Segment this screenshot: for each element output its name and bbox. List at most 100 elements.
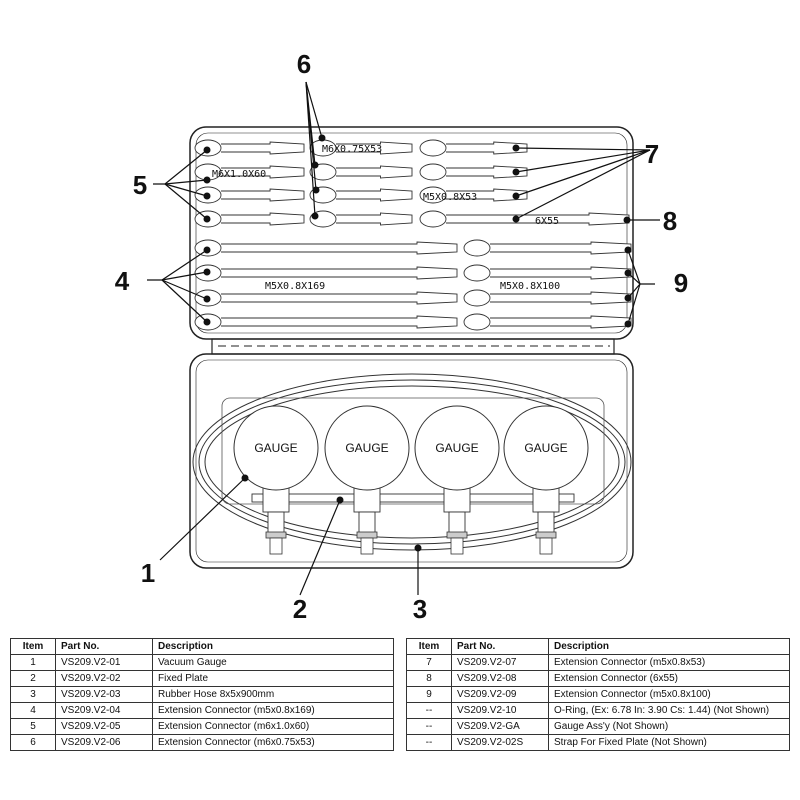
- item-cell: 7: [406, 654, 452, 671]
- part-no-cell: VS209.V2-GA: [451, 718, 549, 735]
- description-cell: Strap For Fixed Plate (Not Shown): [548, 734, 790, 751]
- leader-line: [161, 271, 208, 281]
- part-no-cell: VS209.V2-02S: [451, 734, 549, 751]
- hose-inner: [204, 385, 620, 539]
- callout-3: 3: [413, 594, 427, 624]
- description-cell: Vacuum Gauge: [152, 654, 394, 671]
- connector-m5-169-3: [194, 289, 458, 307]
- gauge-nut: [446, 531, 468, 539]
- leader-dot: [624, 294, 632, 302]
- connector-body: [221, 188, 305, 202]
- part-no-cell: VS209.V2-04: [55, 702, 153, 719]
- callout-1: 1: [141, 558, 155, 588]
- item-cell: 8: [406, 670, 452, 687]
- table-header-row: Item Part No. Description: [406, 638, 790, 655]
- gauge-label: GAUGE: [435, 441, 478, 455]
- tray-recess: [221, 397, 605, 505]
- connector-body: [446, 188, 528, 202]
- leader-dot: [624, 269, 632, 277]
- gauge-nut: [265, 531, 287, 539]
- item-cell: 5: [10, 718, 56, 735]
- hose-middle: [198, 379, 626, 545]
- connector-head: [463, 289, 491, 307]
- connector-m6-left-2: [194, 163, 305, 181]
- part-no-cell: VS209.V2-06: [55, 734, 153, 751]
- gauge-3: GAUGE: [414, 405, 500, 555]
- connector-head: [419, 186, 447, 204]
- description-cell: O-Ring, (Ex: 6.78 In: 3.90 Cs: 1.44) (No…: [548, 702, 790, 719]
- gauge-fitting: [448, 511, 466, 535]
- size-label-m5x08x169: M5X0.8X169: [265, 281, 325, 292]
- leader-dot: [512, 215, 520, 223]
- description-cell: Extension Connector (m5x0.8x169): [152, 702, 394, 719]
- tray-lid: [189, 126, 634, 340]
- header-description: Description: [548, 638, 790, 655]
- connector-m5-169-1: [194, 239, 458, 257]
- tray-lid-inner: [195, 132, 628, 334]
- connector-m6-left-3: [194, 186, 305, 204]
- connector-head: [463, 313, 491, 331]
- item-cell: --: [406, 718, 452, 735]
- part-no-cell: VS209.V2-07: [451, 654, 549, 671]
- connector-m5-short-1: [419, 139, 528, 157]
- connector-body: [221, 266, 458, 280]
- gauge-face: [233, 405, 319, 491]
- connector-body: [336, 212, 413, 226]
- callout-5: 5: [133, 170, 147, 200]
- description-cell: Extension Connector (m5x0.8x100): [548, 686, 790, 703]
- gauge-nozzle: [539, 537, 553, 555]
- connector-m5-100-4: [463, 313, 632, 331]
- connector-m6-mid-2: [309, 163, 413, 181]
- item-cell: --: [406, 734, 452, 751]
- leader-dot: [311, 161, 319, 169]
- leader-line: [164, 183, 208, 220]
- item-cell: 1: [10, 654, 56, 671]
- leader-dot: [336, 496, 344, 504]
- leader-dot: [414, 544, 422, 552]
- connector-head: [463, 239, 491, 257]
- description-cell: Extension Connector (m6x1.0x60): [152, 718, 394, 735]
- connector-m6-left-4: [194, 210, 305, 228]
- connector-head: [463, 264, 491, 282]
- connector-body: [490, 241, 632, 255]
- leader-dot: [312, 186, 320, 194]
- leader-line: [515, 149, 651, 197]
- item-cell: 4: [10, 702, 56, 719]
- leader-dot: [512, 144, 520, 152]
- leader-line: [164, 183, 208, 197]
- part-no-cell: VS209.V2-05: [55, 718, 153, 735]
- size-label-m6x075x53: M6X0.75X53: [322, 144, 382, 155]
- part-no-cell: VS209.V2-02: [55, 670, 153, 687]
- callout-4: 4: [115, 266, 130, 296]
- gauge-1: GAUGE: [233, 405, 319, 555]
- leader-dot: [203, 215, 211, 223]
- leader-line: [305, 81, 316, 217]
- gauge-nut: [535, 531, 557, 539]
- part-no-cell: VS209.V2-01: [55, 654, 153, 671]
- item-cell: 3: [10, 686, 56, 703]
- size-label-m5x08x53: M5X0.8X53: [423, 192, 477, 203]
- item-cell: --: [406, 702, 452, 719]
- leader-dot: [623, 216, 631, 224]
- item-cell: 6: [10, 734, 56, 751]
- item-cell: 2: [10, 670, 56, 687]
- leader-line: [161, 279, 208, 300]
- header-part-no: Part No.: [55, 638, 153, 655]
- leader-dot: [311, 212, 319, 220]
- connector-body: [490, 291, 632, 305]
- leader-dot: [203, 318, 211, 326]
- gauge-face: [414, 405, 500, 491]
- leader-line: [627, 283, 641, 325]
- gauge-nozzle: [360, 537, 374, 555]
- connector-body: [336, 141, 413, 155]
- leader-dot: [624, 320, 632, 328]
- connector-body: [490, 266, 632, 280]
- connector-m5-100-1: [463, 239, 632, 257]
